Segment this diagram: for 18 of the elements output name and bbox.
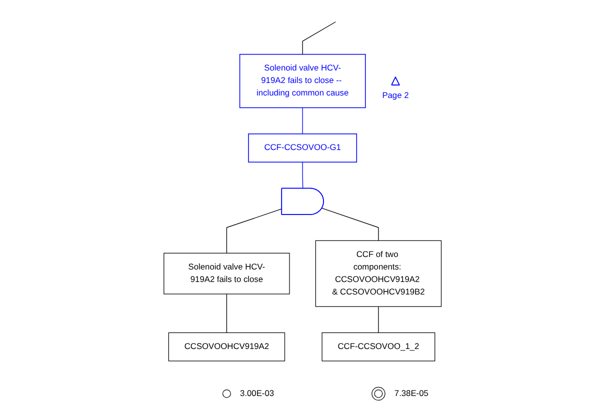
node-box: Solenoid valve HCV-919A2 fails to close -- including common cause <box>239 54 366 108</box>
connector <box>226 208 282 254</box>
node-box: CCF-CCSOVOO-G1 <box>248 133 358 163</box>
node-circle <box>222 389 231 398</box>
node-box: Solenoid valve HCV-919A2 fails to close <box>164 252 290 294</box>
connector <box>302 162 304 189</box>
node-box: CCSOVOOHCV919A2 <box>168 332 286 362</box>
connector <box>302 107 303 134</box>
connector <box>322 208 379 241</box>
node-doublecircle <box>372 386 386 401</box>
node-label: 7.38E-05 <box>394 388 428 398</box>
connector <box>226 294 228 334</box>
connector <box>378 306 379 334</box>
node-label: Page 2 <box>382 91 409 100</box>
connector <box>302 22 336 55</box>
node-box: CCF-CCSOVOO_1_2 <box>322 332 436 362</box>
node-box: CCF of two components: CCSOVOOHCV919A2 & CCSOVOOHCV919B2 <box>315 240 442 307</box>
node-label: 3.00E-03 <box>240 388 274 398</box>
